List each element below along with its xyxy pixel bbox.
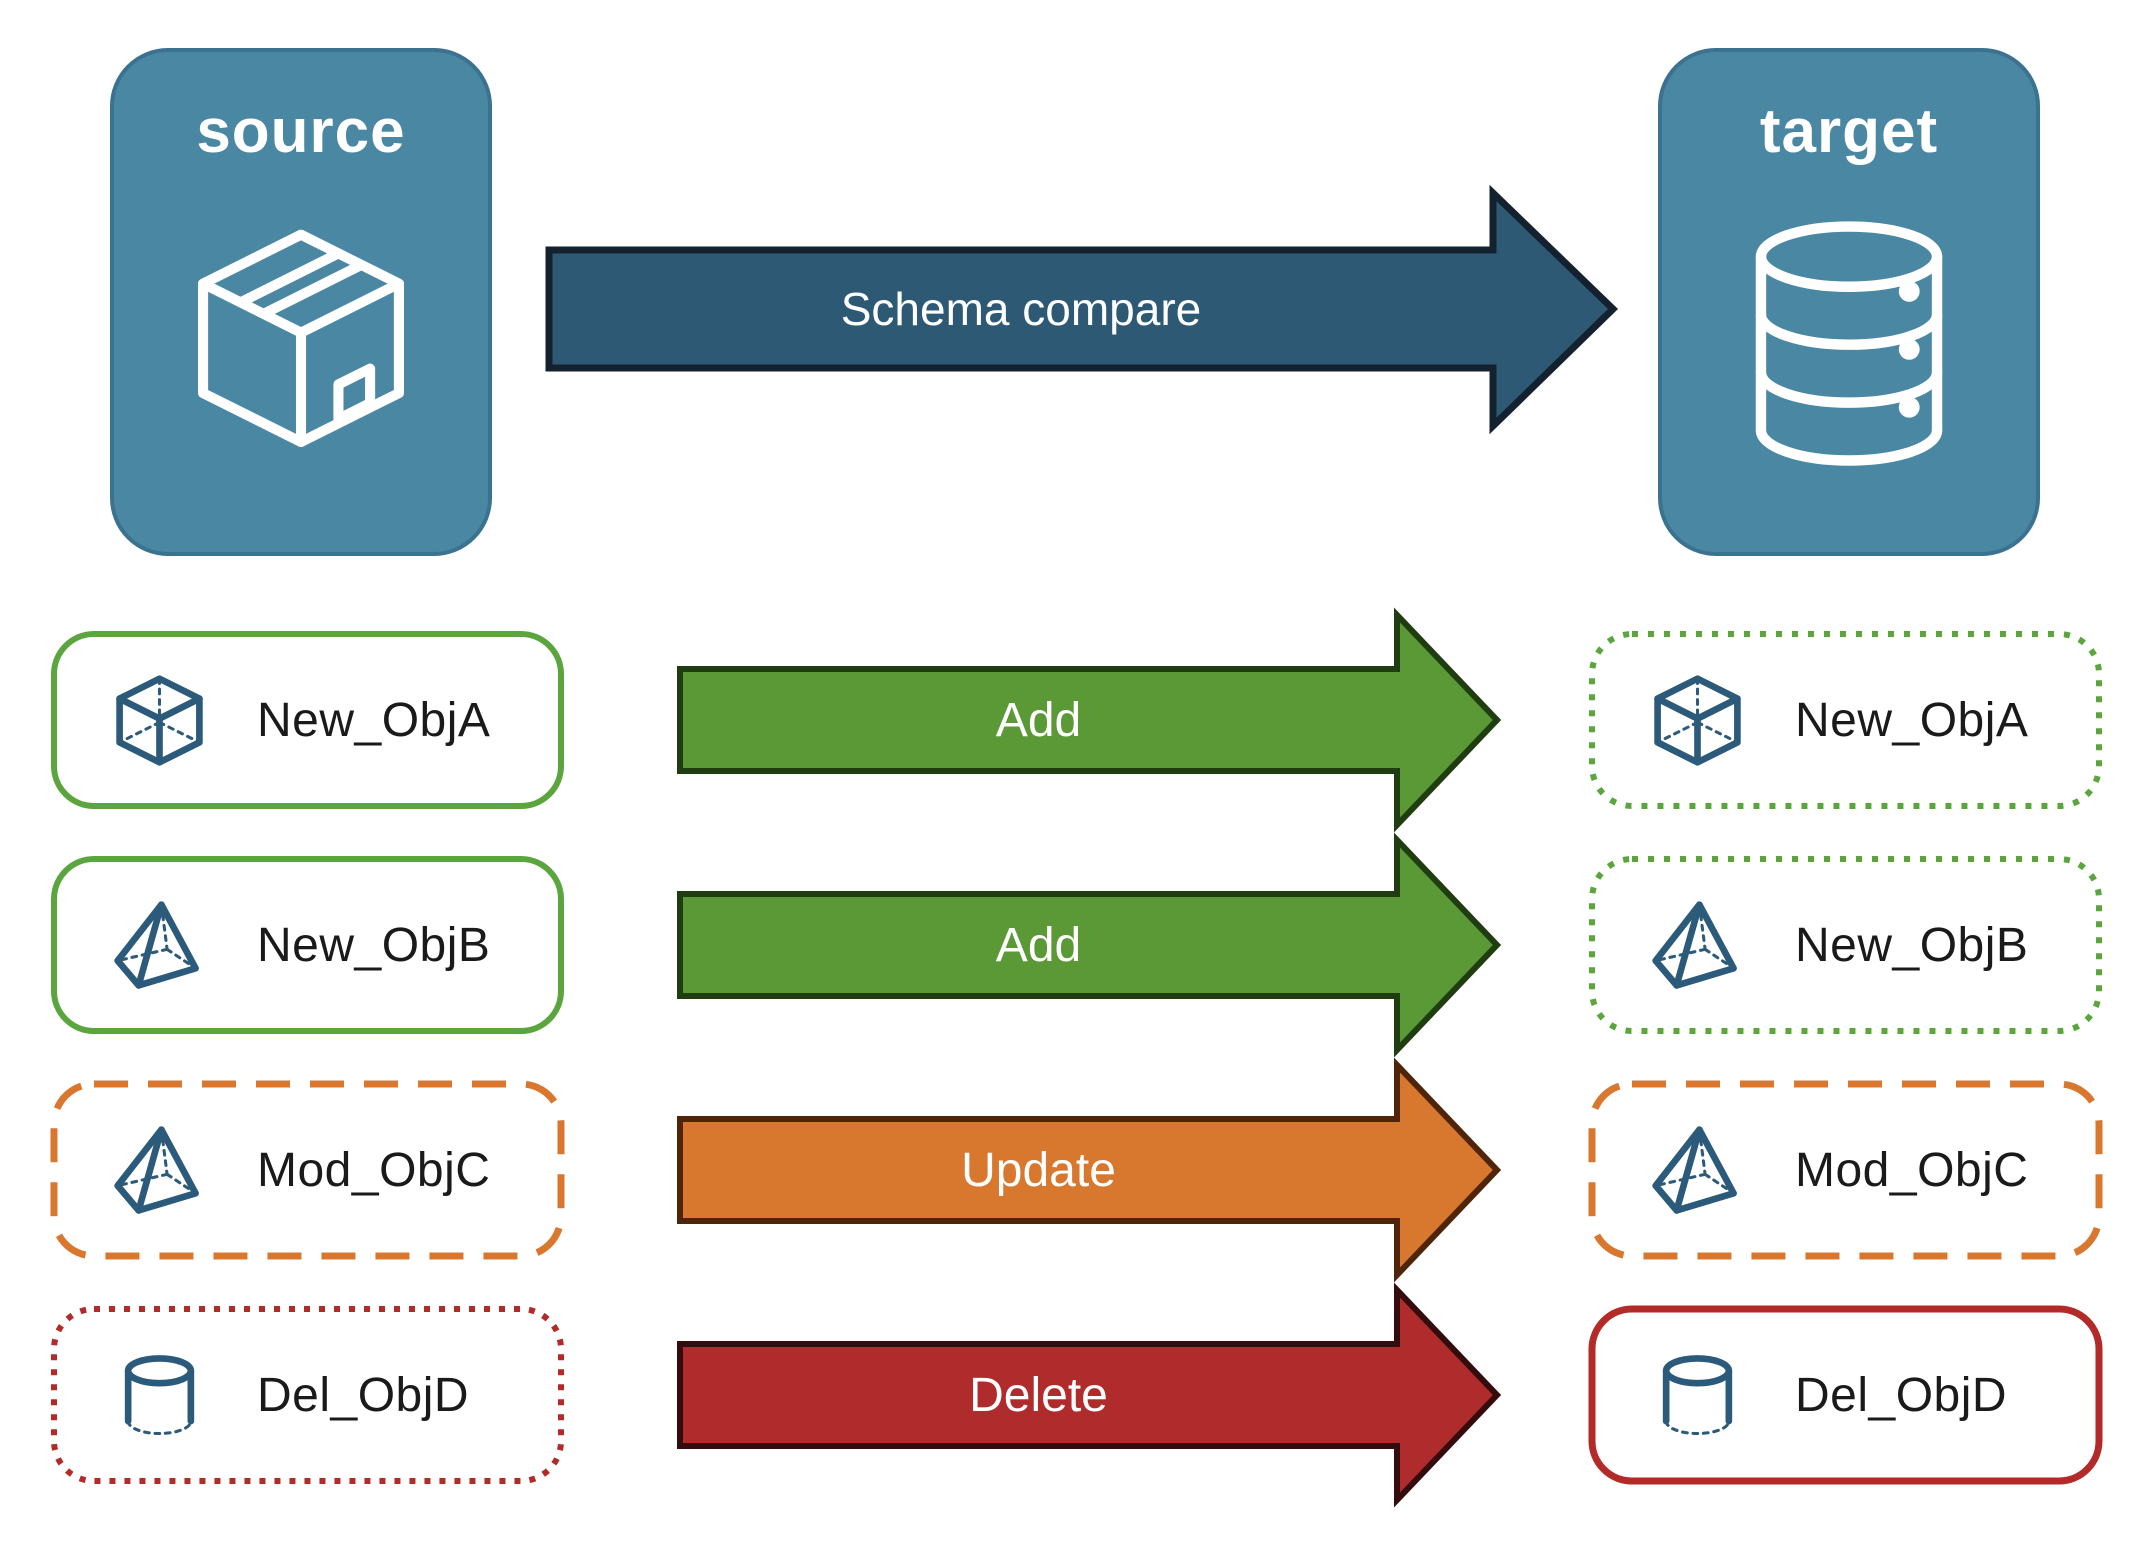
card-border xyxy=(51,631,564,809)
update-arrow-label: Update xyxy=(961,1143,1116,1197)
add-arrow-2-label: Add xyxy=(995,918,1082,972)
target-node-title: target xyxy=(1759,97,1939,166)
delete-arrow-label: Delete xyxy=(969,1368,1108,1422)
update-arrow-shape xyxy=(677,1057,1502,1283)
source-object-card-mod-objc: Mod_ObjC xyxy=(50,1080,565,1260)
add-arrow-2-shape xyxy=(677,832,1502,1058)
card-border xyxy=(51,856,564,1034)
database-icon xyxy=(1662,167,2036,526)
pyramid-icon xyxy=(1650,898,1745,993)
object-label: New_ObjA xyxy=(257,693,491,747)
target-object-card-mod-objc: Mod_ObjC xyxy=(1588,1080,2103,1260)
add-arrow-1 xyxy=(677,607,1502,833)
source-object-card-new-obja: New_ObjA xyxy=(50,630,565,810)
pyramid-icon xyxy=(112,898,207,993)
card-border xyxy=(1588,1305,2103,1485)
object-label: Mod_ObjC xyxy=(257,1143,491,1197)
update-arrow xyxy=(677,1057,1502,1283)
delete-arrow xyxy=(677,1282,1502,1508)
add-arrow-1-label: Add xyxy=(995,693,1082,747)
cylinder-icon xyxy=(112,1348,207,1443)
cube-icon xyxy=(112,673,207,768)
add-arrow-2 xyxy=(677,832,1502,1058)
card-border xyxy=(51,1306,564,1484)
pyramid-icon xyxy=(1650,1123,1745,1218)
pyramid-icon xyxy=(112,1123,207,1218)
source-node: source xyxy=(110,48,492,556)
schema-compare-arrow-shape xyxy=(545,185,1619,435)
target-object-card-del-objd: Del_ObjD xyxy=(1588,1305,2103,1485)
source-object-card-del-objd: Del_ObjD xyxy=(50,1305,565,1485)
schema-compare-arrow-label: Schema compare xyxy=(840,283,1202,335)
cube-icon xyxy=(1650,673,1745,768)
object-label: Del_ObjD xyxy=(257,1368,470,1422)
add-arrow-1-shape xyxy=(677,607,1502,833)
cylinder-icon xyxy=(1650,1348,1745,1443)
card-border xyxy=(1589,631,2102,809)
target-object-card-new-obja: New_ObjA xyxy=(1588,630,2103,810)
object-label: New_ObjA xyxy=(1795,693,2029,747)
card-border xyxy=(1589,856,2102,1034)
package-icon xyxy=(114,167,488,526)
object-label: New_ObjB xyxy=(1795,918,2029,972)
target-object-card-new-objb: New_ObjB xyxy=(1588,855,2103,1035)
source-object-card-new-objb: New_ObjB xyxy=(50,855,565,1035)
schema-compare-arrow xyxy=(545,185,1619,435)
target-node: target xyxy=(1658,48,2040,556)
object-label: Del_ObjD xyxy=(1795,1368,2008,1422)
source-node-title: source xyxy=(196,97,406,166)
object-label: New_ObjB xyxy=(257,918,491,972)
delete-arrow-shape xyxy=(677,1282,1502,1508)
object-label: Mod_ObjC xyxy=(1795,1143,2029,1197)
